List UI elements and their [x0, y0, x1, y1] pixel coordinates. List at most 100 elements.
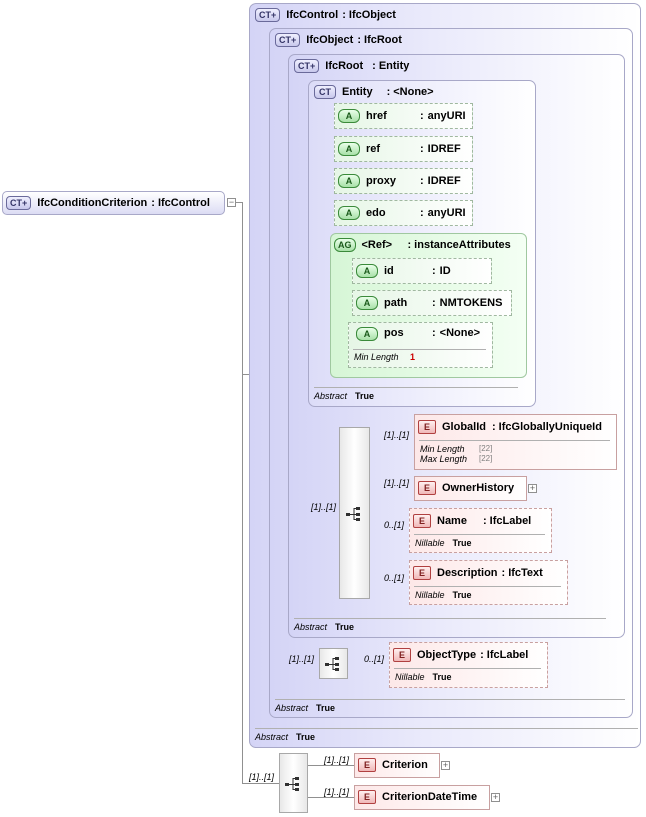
element-occurrence: 0..[1]: [364, 654, 385, 664]
element-name: GlobalId: [442, 421, 486, 433]
element-occurrence: [1]..[1]: [324, 755, 350, 765]
attribute-proxy[interactable]: A proxy : IDREF: [334, 168, 473, 194]
separator: :: [420, 110, 424, 122]
separator: :: [357, 34, 362, 46]
attribute-id[interactable]: A id : ID: [352, 258, 492, 284]
element-type: IfcLabel: [489, 515, 532, 527]
attribute-type: anyURI: [427, 110, 466, 122]
root-name: IfcConditionCriterion: [37, 197, 148, 209]
separator: :: [420, 207, 424, 219]
attribute-badge-icon: A: [356, 296, 378, 310]
attribute-name: id: [384, 265, 394, 277]
element-ownerhistory[interactable]: E OwnerHistory: [414, 476, 527, 501]
element-occurrence: [1]..[1]: [324, 787, 350, 797]
attribute-badge-icon: A: [338, 174, 360, 188]
complex-type-badge-icon: CT+: [275, 33, 301, 47]
sequence-icon: [346, 507, 360, 521]
element-occurrence: 0..[1]: [384, 520, 405, 530]
attribute-badge-icon: A: [356, 327, 378, 341]
attribute-ref[interactable]: A ref : IDREF: [334, 136, 473, 162]
attribute-name: proxy: [366, 175, 396, 187]
ifcobject-type: IfcRoot: [364, 34, 402, 46]
element-name: Name: [437, 515, 467, 527]
element-occurrence: [1]..[1]: [384, 478, 410, 488]
attribute-name: href: [366, 110, 387, 122]
criterion-sequence-compositor[interactable]: [279, 753, 308, 813]
attribute-type: IDREF: [427, 175, 461, 187]
element-badge-icon: E: [393, 648, 411, 662]
element-type: IfcLabel: [486, 649, 529, 661]
ifcroot-type: Entity: [378, 60, 410, 72]
attribute-badge-icon: A: [338, 109, 360, 123]
element-type: IfcText: [508, 567, 543, 579]
sequence-icon: [285, 777, 299, 791]
element-criterion[interactable]: E Criterion: [354, 753, 440, 778]
entity-name: Entity: [342, 86, 373, 98]
attribute-path[interactable]: A path : NMTOKENS: [352, 290, 512, 316]
sequence-occurrence: [1]..[1]: [289, 654, 315, 664]
element-type: IfcGloballyUniqueId: [498, 421, 602, 433]
element-name: Description: [437, 567, 498, 579]
sequence-occurrence: [1]..[1]: [311, 502, 337, 512]
element-badge-icon: E: [418, 481, 436, 495]
separator: :: [386, 86, 391, 98]
element-badge-icon: E: [413, 566, 431, 580]
attribute-name: pos: [384, 327, 404, 339]
separator: :: [432, 327, 436, 339]
expand-icon[interactable]: +: [491, 792, 500, 802]
root-complex-type[interactable]: CT+ IfcConditionCriterion : IfcControl: [2, 191, 225, 215]
attribute-group-header[interactable]: AG <Ref> : instanceAttributes: [334, 237, 511, 253]
attribute-edo[interactable]: A edo : anyURI: [334, 200, 473, 226]
element-occurrence: 0..[1]: [384, 573, 405, 583]
element-criteriondatetime[interactable]: E CriterionDateTime: [354, 785, 490, 810]
separator: :: [420, 175, 424, 187]
min-length-value: 1: [410, 352, 416, 362]
element-badge-icon: E: [358, 790, 376, 804]
element-badge-icon: E: [418, 420, 436, 434]
complex-type-badge-icon: CT: [314, 85, 336, 99]
min-length-value: [22]: [479, 444, 493, 453]
attribute-badge-icon: A: [338, 142, 360, 156]
attribute-name: path: [384, 297, 408, 309]
element-globalid[interactable]: E GlobalId : IfcGloballyUniqueId Min Len…: [414, 414, 617, 470]
ifccontrol-name: IfcControl: [286, 9, 339, 21]
element-name: Criterion: [382, 759, 428, 771]
sequence-occurrence: [1]..[1]: [249, 772, 275, 782]
expand-icon[interactable]: +: [528, 483, 537, 493]
attribute-href[interactable]: A href : anyURI: [334, 103, 473, 129]
attribute-name: edo: [366, 207, 386, 219]
ifccontrol-type: IfcObject: [348, 9, 396, 21]
complex-type-badge-icon: CT+: [255, 8, 281, 22]
ifcroot-name: IfcRoot: [325, 60, 364, 72]
element-name: CriterionDateTime: [382, 791, 478, 803]
expand-icon[interactable]: +: [441, 760, 450, 770]
attribute-pos[interactable]: A pos : <None> Min Length 1: [348, 322, 493, 368]
attribute-type: <None>: [439, 327, 481, 339]
object-sequence-compositor[interactable]: [319, 648, 348, 679]
separator: :: [492, 421, 496, 433]
min-length-property: Min Length: [420, 444, 465, 454]
attribute-type: anyURI: [427, 207, 466, 219]
complex-type-badge-icon: CT+: [294, 59, 320, 73]
separator: :: [151, 197, 155, 209]
separator: :: [407, 239, 412, 251]
collapse-icon[interactable]: −: [227, 197, 236, 207]
element-badge-icon: E: [413, 514, 431, 528]
attribute-type: IDREF: [427, 143, 461, 155]
separator: :: [483, 515, 487, 527]
complex-type-badge-icon: CT+: [6, 196, 32, 210]
separator: :: [372, 60, 376, 72]
separator: :: [432, 265, 436, 277]
element-occurrence: [1]..[1]: [384, 430, 410, 440]
root-sequence-compositor[interactable]: [339, 427, 370, 599]
attribute-type: NMTOKENS: [439, 297, 503, 309]
